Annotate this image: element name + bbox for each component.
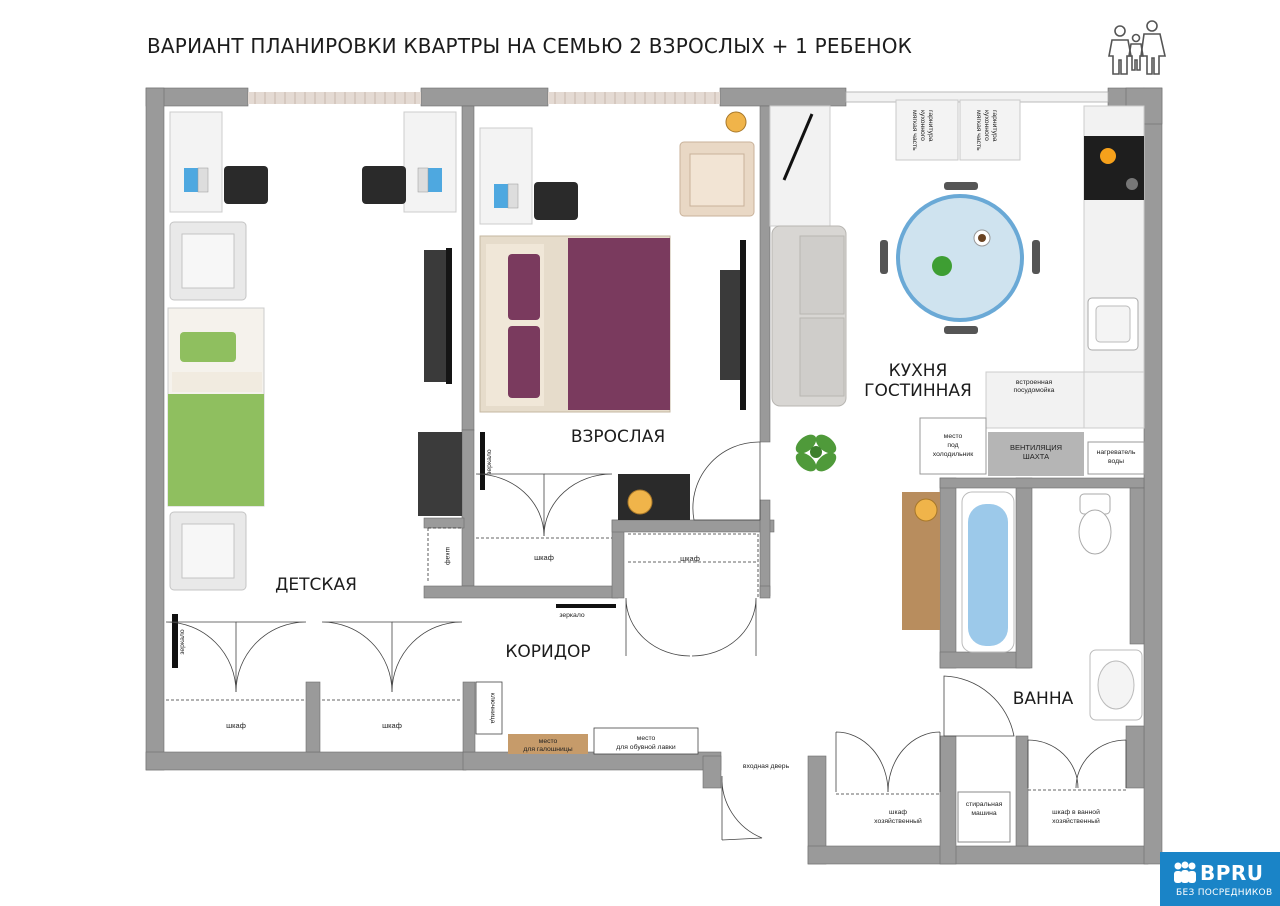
- washer-label-2: машина: [971, 810, 996, 817]
- soft-seating: [895, 99, 1021, 161]
- heater-label-2: воды: [1108, 458, 1124, 465]
- kids-desk-left: [169, 111, 268, 213]
- utility-wardrobe-label-2: хозяйственный: [874, 817, 922, 825]
- kids-bed: [167, 307, 265, 507]
- bathtub: [961, 491, 1015, 653]
- badge-subtitle: БЕЗ ПОСРЕДНИКОВ: [1176, 888, 1273, 898]
- people-logo-icon: [1174, 861, 1196, 883]
- soft-seat-2a: мягкая часть: [975, 110, 982, 151]
- kids-dresser: [418, 432, 462, 516]
- galoshes-rack: [508, 734, 588, 754]
- fridge-label-3: холодильник: [933, 451, 973, 458]
- bpru-badge[interactable]: BPRU БЕЗ ПОСРЕДНИКОВ: [1160, 852, 1280, 906]
- walls: [145, 87, 1163, 865]
- shoe-bench-label-2: для обувной лавки: [616, 743, 676, 751]
- plan-title: ВАРИАНТ ПЛАНИРОВКИ КВАРТРЫ НА СЕМЬЮ 2 ВЗ…: [147, 34, 913, 58]
- kids-armchair-top: [169, 221, 247, 301]
- stove: [1084, 136, 1144, 200]
- bath-door-swing: [943, 675, 1015, 737]
- kids-wardrobe-doors: [165, 621, 463, 693]
- room-adult: ВЗРОСЛАЯ: [571, 427, 665, 447]
- badge-brand: BPRU: [1200, 861, 1264, 885]
- kids-mirror-label: зеркало: [179, 629, 186, 655]
- fridge-place: [919, 417, 987, 475]
- plant-living: [795, 434, 837, 472]
- vent-label-1: ВЕНТИЛЯЦИЯ: [1010, 443, 1062, 452]
- room-kids: ДЕТСКАЯ: [275, 575, 357, 595]
- key-holder: [475, 681, 503, 735]
- utility-wardrobe-doors: [835, 731, 1127, 793]
- dining-table: [880, 182, 1040, 334]
- corridor-wardrobe-doors: [625, 597, 757, 657]
- bath-wardrobe-label-1: шкаф в ванной: [1052, 808, 1100, 816]
- key-holder-label: ключница: [489, 693, 496, 724]
- soft-seat-2b: кухонного: [983, 110, 990, 141]
- room-corridor: КОРИДОР: [505, 642, 590, 662]
- heater-label-1: нагреватель: [1097, 449, 1136, 456]
- adult-nightstand: [618, 474, 690, 520]
- kids-wardrobe-label-1: шкаф: [226, 721, 246, 730]
- room-bath: ВАННА: [1013, 689, 1074, 709]
- corridor-mirror: [556, 604, 616, 608]
- kitchen-cabinet-corner: [769, 105, 831, 227]
- adult-mirror: [480, 432, 485, 490]
- adult-armchair: [679, 141, 755, 217]
- corridor-wardrobe-label: шкаф: [680, 554, 700, 563]
- family-icon: [1108, 20, 1167, 75]
- galoshes-label-2: для галошницы: [523, 746, 572, 753]
- fridge-label-2: под: [947, 442, 958, 449]
- kids-tv: [424, 248, 452, 384]
- bath-wardrobe-label-2: хозяйственный: [1052, 817, 1100, 825]
- kids-desk-right: [362, 111, 457, 213]
- vent-label-2: ШАХТА: [1023, 452, 1049, 461]
- entrance-door: [721, 775, 763, 841]
- adult-desk: [479, 127, 578, 225]
- adult-mirror-label: зеркало: [486, 449, 493, 475]
- washing-machine: [957, 791, 1011, 843]
- kids-mirror: [172, 614, 178, 668]
- room-kitchen-1: КУХНЯ: [889, 361, 948, 381]
- washer-label-1: стиральная: [966, 801, 1003, 808]
- corridor-console: [902, 492, 940, 630]
- shoe-bench: [593, 727, 699, 755]
- kids-armchair-bottom: [169, 511, 247, 591]
- entrance-label: входная дверь: [743, 763, 790, 770]
- soft-seat-1b: кухонного: [919, 110, 926, 141]
- vent-shaft: [988, 432, 1084, 476]
- water-heater: [1087, 441, 1145, 475]
- shoe-bench-label-1: место: [637, 735, 656, 742]
- kids-small-wardrobe-label: шкаф: [444, 547, 451, 565]
- bath-sink: [1089, 649, 1143, 721]
- soft-seat-1a: мягкая часть: [911, 110, 918, 151]
- adult-door-swing: [692, 441, 761, 521]
- utility-wardrobe-label-1: шкаф: [889, 809, 907, 816]
- adult-bed: [479, 235, 671, 413]
- soft-seat-2c: гарнитура: [991, 110, 998, 142]
- adult-wardrobe-label: шкаф: [534, 553, 554, 562]
- sofa: [771, 225, 847, 407]
- toilet: [1078, 493, 1112, 555]
- dishwasher-label-1: встроенная: [1016, 379, 1053, 386]
- adult-lamp-top: [725, 111, 747, 133]
- windows: [248, 91, 1109, 104]
- room-kitchen-2: ГОСТИННАЯ: [864, 381, 972, 401]
- fridge-label-1: место: [944, 433, 963, 440]
- soft-seat-1c: гарнитура: [927, 110, 934, 142]
- kitchen-sink: [1087, 297, 1139, 351]
- adult-tv: [720, 240, 746, 410]
- dishwasher-label-2: посудомойка: [1014, 386, 1055, 394]
- adult-wardrobe-doors: [475, 473, 613, 537]
- kids-wardrobe-label-2: шкаф: [382, 721, 402, 730]
- galoshes-label-1: место: [539, 738, 558, 745]
- corridor-mirror-label: зеркало: [559, 612, 585, 619]
